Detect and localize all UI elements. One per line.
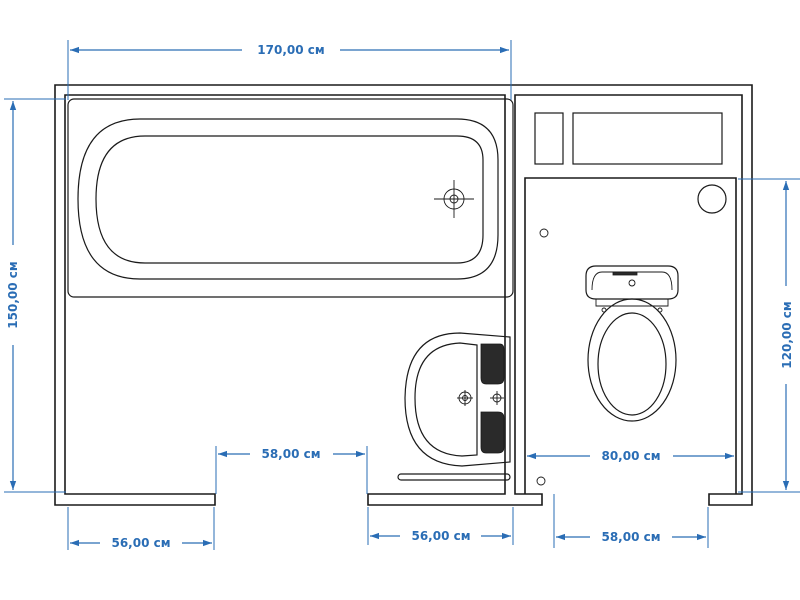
faucet-icon <box>490 391 504 405</box>
toilet-tank <box>585 265 679 300</box>
dim-label-door-bath: 58,00 см <box>261 447 320 461</box>
dim-label-bottom-middle: 56,00 см <box>411 529 470 543</box>
sink-drain-icon <box>457 390 473 406</box>
cabinet-long <box>572 112 723 165</box>
toilet-seat-bump <box>601 307 607 313</box>
outer-wall <box>54 84 753 506</box>
outlet-dot <box>539 228 549 238</box>
sink-soap-tray-bottom <box>480 411 505 454</box>
bathtub-rim <box>77 118 499 280</box>
bathtub-basin <box>95 135 484 264</box>
towel-rail <box>397 473 511 481</box>
toilet-seat-bump-right <box>657 307 663 313</box>
toilet-room-wall <box>524 177 737 494</box>
toilet-seat <box>587 298 677 422</box>
dim-label-bottom-left: 56,00 см <box>111 536 170 550</box>
dim-label-top-width: 170,00 см <box>257 43 324 57</box>
toilet-hinge <box>595 299 669 307</box>
sink-outer <box>404 332 511 467</box>
toilet-bowl <box>597 312 667 416</box>
sink <box>404 332 511 467</box>
dim-label-right-height: 120,00 см <box>780 301 794 368</box>
sink-soap-tray-top <box>480 343 505 385</box>
pipe-riser <box>697 184 727 214</box>
drain-icon <box>434 180 474 218</box>
walls <box>54 84 753 506</box>
toilet <box>585 265 679 422</box>
dim-label-toilet-width: 80,00 см <box>601 449 660 463</box>
cabinet-small <box>534 112 564 165</box>
sink-bowl <box>414 342 478 457</box>
dimensions: 170,00 см 150,00 см 120,00 см 58,00 см 5… <box>4 40 800 550</box>
dim-label-left-height: 150,00 см <box>6 261 20 328</box>
bathtub-outer <box>67 98 514 298</box>
toilet-tank-button <box>612 271 638 276</box>
bathtub <box>67 98 514 298</box>
outlet-dot-bottom <box>536 476 546 486</box>
dim-label-door-toilet: 58,00 см <box>601 530 660 544</box>
toilet-tank-hole <box>628 279 636 287</box>
